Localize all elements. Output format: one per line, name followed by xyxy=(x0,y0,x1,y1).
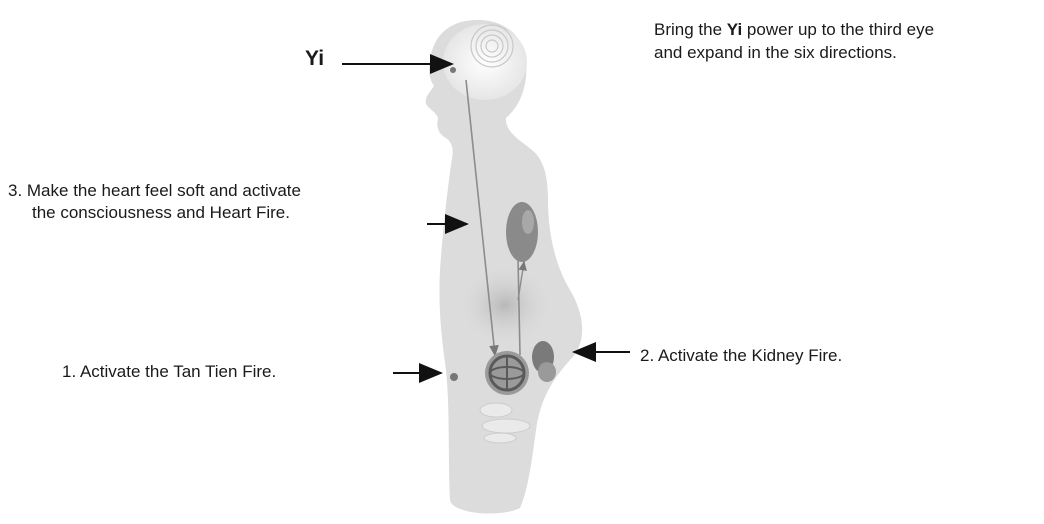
belly-glow xyxy=(457,263,553,347)
step-3-line-1: 3. Make the heart feel soft and activate xyxy=(8,181,301,200)
yi-label: Yi xyxy=(305,48,324,70)
heart-organ xyxy=(506,202,538,262)
note-text: power up to the third eye xyxy=(742,20,934,39)
step-3-line-2: the consciousness and Heart Fire. xyxy=(8,202,301,224)
note-text: Bring the xyxy=(654,20,727,39)
third-eye-note: Bring the Yi power up to the third eye a… xyxy=(654,18,934,64)
step-2-label: 2. Activate the Kidney Fire. xyxy=(640,345,842,367)
step-1-label: 1. Activate the Tan Tien Fire. xyxy=(62,361,276,383)
third-eye-point xyxy=(450,67,456,73)
navel-point xyxy=(450,373,458,381)
step-3-label: 3. Make the heart feel soft and activate… xyxy=(8,180,301,224)
tan-tien-sphere xyxy=(485,351,529,395)
note-text: and expand in the six directions. xyxy=(654,43,897,62)
note-bold-yi: Yi xyxy=(727,20,742,39)
head-glow xyxy=(443,24,527,100)
